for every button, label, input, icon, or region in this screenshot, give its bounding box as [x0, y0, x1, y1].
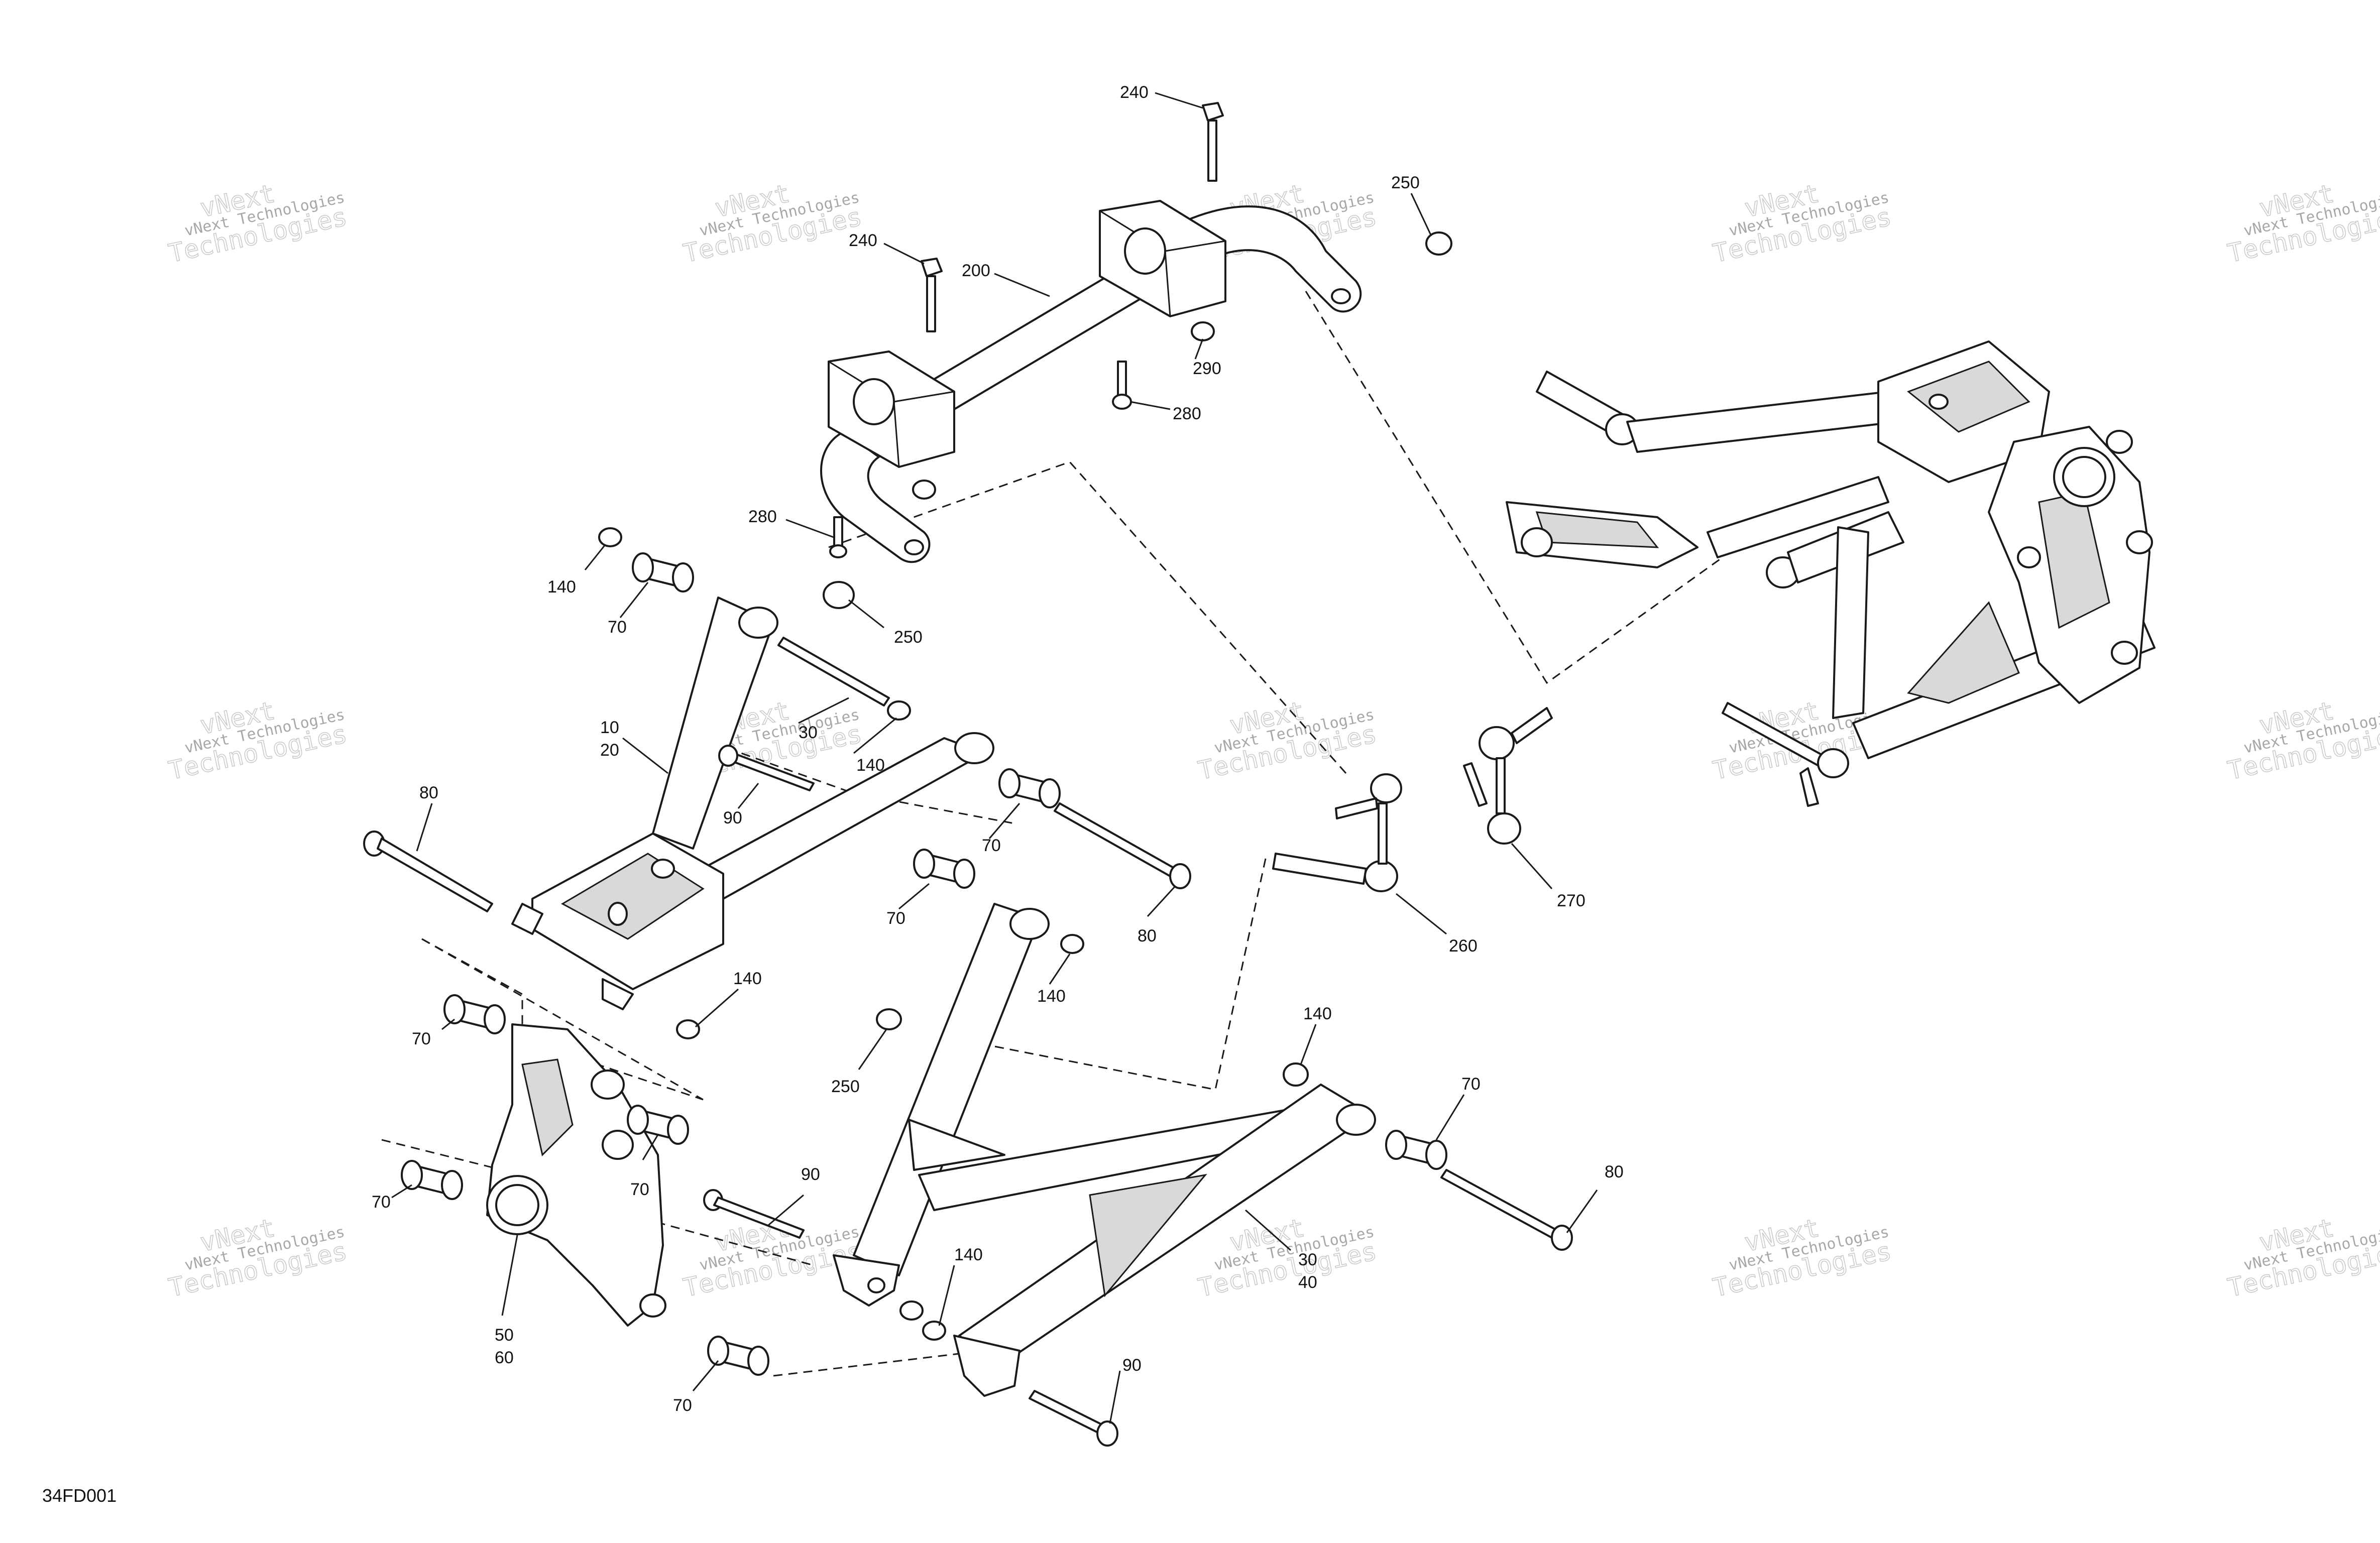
assembled-suspension-view — [1506, 340, 2156, 807]
nut-140-g — [922, 1321, 946, 1341]
watermark: vNext vNext Technologies Technologies — [1710, 178, 1894, 269]
callout-140-upper: 140 — [547, 577, 576, 597]
callout-280-center: 280 — [1173, 404, 1201, 423]
watermark: vNext vNext Technologies Technologies — [166, 178, 350, 269]
nut-under-clamp — [912, 480, 936, 500]
callout-250-left: 250 — [894, 628, 923, 647]
callout-20: 20 — [600, 741, 619, 760]
callout-280-left: 280 — [748, 507, 777, 526]
callout-90-upper: 90 — [723, 808, 742, 827]
callout-50: 50 — [495, 1326, 514, 1345]
callout-140-lowerarm: 140 — [1037, 987, 1066, 1006]
callout-70-knuckle-mid: 70 — [630, 1180, 649, 1199]
bolt-240-top — [1202, 102, 1224, 182]
watermark: vNext vNext Technologies Technologies — [1195, 695, 1380, 786]
bushing-70-g — [1385, 1130, 1447, 1170]
stabilizer-link-270 — [1463, 707, 1553, 845]
nut-140-c — [676, 1019, 700, 1039]
clamp-block-right — [1099, 200, 1226, 317]
callout-140-lower: 140 — [954, 1245, 983, 1264]
callout-290: 290 — [1193, 359, 1221, 378]
bushing-70-h — [707, 1336, 769, 1376]
callout-labels: 240 240 250 200 290 280 280 250 140 70 1… — [372, 83, 1624, 1415]
bolt-280-center — [1112, 361, 1132, 410]
nut-140-e — [1283, 1062, 1309, 1087]
bushing-70-e — [627, 1105, 689, 1145]
nut-250-top — [1425, 231, 1452, 256]
nut-140-b — [887, 700, 911, 721]
nut-250-lower — [876, 1008, 902, 1030]
watermark: vNext vNext Technologies Technologies — [681, 1213, 865, 1303]
watermark: vNext vNext Technologies Technologies — [1710, 1213, 1894, 1303]
callout-70-lowerarm-right: 70 — [1461, 1075, 1481, 1094]
nut-290 — [1191, 321, 1215, 341]
knuckle — [486, 1023, 666, 1327]
callout-70-knuckle-left: 70 — [372, 1193, 391, 1212]
nut-140-f — [899, 1300, 924, 1321]
watermark: vNext vNext Technologies Technologies — [2225, 178, 2380, 269]
callout-250-lower: 250 — [831, 1077, 860, 1096]
callout-140-knuckle: 140 — [733, 969, 762, 988]
callout-240-left: 240 — [849, 231, 877, 250]
bolt-280-left — [829, 516, 847, 558]
lower-a-arm — [833, 903, 1376, 1397]
watermark: vNext vNext Technologies Technologies — [2225, 695, 2380, 786]
watermark: vNext vNext Technologies Technologies — [681, 178, 865, 269]
bolt-80-lower — [1440, 1169, 1573, 1251]
bushing-70-f — [401, 1160, 463, 1200]
bushing-70-a — [632, 552, 694, 592]
bolt-90-bottom — [1029, 1390, 1118, 1447]
callout-10: 10 — [600, 718, 619, 737]
clamp-block-left — [828, 350, 955, 468]
bolt-90-upper — [718, 745, 815, 791]
watermark: vNext vNext Technologies Technologies — [2225, 1213, 2380, 1303]
callout-200: 200 — [962, 261, 990, 280]
upper-a-arm — [511, 597, 994, 1010]
bolt-80-mid — [1054, 802, 1191, 889]
callout-140-lowerarm-right: 140 — [1303, 1004, 1332, 1023]
callout-250-top: 250 — [1391, 173, 1420, 192]
bolt-240-left — [921, 258, 943, 332]
watermark: vNext vNext Technologies Technologies — [166, 695, 350, 786]
callout-260: 260 — [1449, 936, 1478, 956]
watermark: vNext vNext Technologies Technologies — [166, 1213, 350, 1303]
bushing-70-c — [913, 849, 975, 889]
callout-60: 60 — [495, 1348, 514, 1367]
callout-70-center: 70 — [886, 909, 905, 928]
callout-40: 40 — [1298, 1273, 1317, 1292]
nut-140-a — [598, 527, 622, 547]
callout-240-top: 240 — [1120, 83, 1149, 102]
nut-250-left — [823, 581, 855, 609]
bushing-70-b — [998, 768, 1061, 808]
stabilizer-link-260 — [1272, 773, 1402, 892]
callout-70-mid: 70 — [982, 836, 1001, 855]
callout-80-mid: 80 — [1138, 926, 1157, 945]
bolt-80-left — [363, 830, 493, 912]
callout-70-upper: 70 — [608, 618, 627, 637]
callout-70-knuckle-top: 70 — [412, 1029, 431, 1048]
callout-70-bottom: 70 — [673, 1396, 692, 1415]
callout-90-bottom: 90 — [1122, 1356, 1142, 1375]
callout-30-upper: 30 — [799, 723, 818, 742]
figure-id: 34FD001 — [42, 1485, 117, 1506]
assembly-dashed-lines — [381, 291, 1723, 1377]
callout-140-mid: 140 — [856, 756, 885, 775]
callout-80-lower: 80 — [1605, 1162, 1624, 1181]
callout-90-lower: 90 — [801, 1165, 820, 1184]
bolt-90-lower — [703, 1189, 805, 1239]
nut-140-d — [1060, 934, 1084, 954]
bolt-80-upper — [777, 637, 890, 706]
bushing-70-d — [443, 994, 506, 1034]
leader-lines — [391, 92, 1598, 1424]
callout-80-left: 80 — [419, 783, 438, 802]
callout-30: 30 — [1298, 1250, 1317, 1269]
callout-270: 270 — [1557, 891, 1585, 910]
